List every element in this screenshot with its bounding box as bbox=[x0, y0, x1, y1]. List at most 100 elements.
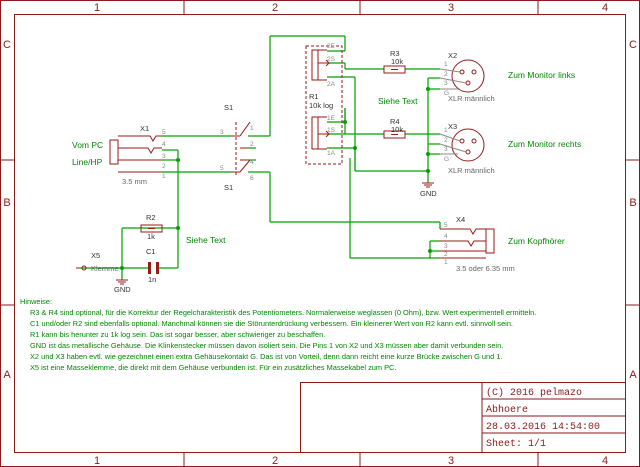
xlr-x2: 1 2 3 G X2 XLR männlich bbox=[439, 51, 495, 103]
r1-pin-1s: 1S bbox=[327, 127, 336, 134]
title-block-copyright: (C) 2016 pelmazo bbox=[486, 387, 582, 399]
r4-value: 10k bbox=[391, 125, 403, 134]
row-label-b: B bbox=[3, 197, 10, 209]
column-label-4-bottom: 4 bbox=[602, 455, 608, 467]
switch-s1: S1 S1 1 2 3 4 5 6 bbox=[220, 103, 254, 192]
notes-block: Hinweise: R3 & R4 sind optional, für die… bbox=[20, 297, 536, 372]
x3-pin-3: 3 bbox=[444, 146, 448, 153]
gnd-label-right: GND bbox=[420, 189, 437, 198]
xlr-x3: 1 2 3 G X3 XLR männlich bbox=[439, 122, 495, 175]
title-block: (C) 2016 pelmazo Abhoere 28.03.2016 14:5… bbox=[300, 382, 626, 453]
jack-x4: 5 4 3 2 1 X4 3.5 oder 6.35 mm bbox=[440, 215, 515, 273]
x2-pin-3: 3 bbox=[444, 80, 448, 87]
column-label-1-bottom: 1 bbox=[94, 455, 100, 467]
note-line-6: X5 ist eine Masseklemme, die direkt mit … bbox=[30, 363, 396, 372]
x1-pin-1: 1 bbox=[162, 173, 166, 180]
label-kopfhoerer: Zum Kopfhörer bbox=[508, 236, 565, 246]
notes-title: Hinweise: bbox=[20, 297, 52, 306]
r1-value: 10k log bbox=[309, 101, 333, 110]
x3-pin-1: 1 bbox=[444, 127, 448, 134]
terminal-x5: X5 Klemme bbox=[76, 251, 119, 273]
r2-value: 1k bbox=[147, 232, 155, 241]
title-block-title: Abhoere bbox=[486, 404, 528, 416]
label-siehe-text-r2: Siehe Text bbox=[186, 235, 226, 245]
x2-pin-2: 2 bbox=[444, 71, 448, 78]
s1-pin-4: 4 bbox=[250, 159, 254, 166]
x1-value: 3.5 mm bbox=[122, 177, 147, 186]
row-label-a-right: A bbox=[629, 369, 637, 381]
x2-value: XLR männlich bbox=[448, 94, 495, 103]
x4-pin-5: 5 bbox=[444, 222, 448, 229]
x4-value: 3.5 oder 6.35 mm bbox=[456, 264, 515, 273]
r1-pin-2s: 2S bbox=[327, 56, 336, 63]
r3-value: 10k bbox=[391, 57, 403, 66]
x1-pin-2: 2 bbox=[162, 163, 166, 170]
grid-labels: 1 2 3 4 1 2 3 4 C B A C B A bbox=[3, 2, 637, 467]
wires bbox=[80, 35, 441, 280]
resistor-r4: R4 10k bbox=[383, 117, 406, 139]
column-label-4: 4 bbox=[602, 2, 608, 14]
column-label-1: 1 bbox=[94, 2, 100, 14]
r1-pin-2e: 2E bbox=[327, 43, 336, 50]
column-label-2: 2 bbox=[272, 2, 278, 14]
resistor-r2: R2 1k bbox=[140, 213, 163, 241]
x3-value: XLR männlich bbox=[448, 166, 495, 175]
row-label-c: C bbox=[3, 39, 11, 51]
x4-designator: X4 bbox=[456, 215, 465, 224]
c1-designator: C1 bbox=[146, 247, 156, 256]
label-monitor-rechts: Zum Monitor rechts bbox=[508, 139, 581, 149]
note-line-5: X2 und X3 haben evtl. wie gezeichnet ein… bbox=[30, 352, 502, 361]
s1-pin-5: 5 bbox=[220, 165, 224, 172]
row-label-b-right: B bbox=[629, 197, 636, 209]
r1-designator: R1 bbox=[309, 92, 319, 101]
capacitor-c1: C1 1n bbox=[146, 247, 159, 284]
label-vom-pc: Vom PC bbox=[72, 140, 103, 150]
row-label-a: A bbox=[3, 369, 11, 381]
label-siehe-text-r1: Siehe Text bbox=[378, 96, 418, 106]
s1-designator-bottom: S1 bbox=[224, 183, 233, 192]
r3-designator: R3 bbox=[390, 49, 400, 58]
x4-pin-3: 3 bbox=[444, 243, 448, 250]
x2-pin-1: 1 bbox=[444, 61, 448, 68]
r4-designator: R4 bbox=[390, 117, 400, 126]
x1-designator: X1 bbox=[140, 124, 149, 133]
title-block-date: 28.03.2016 14:54:00 bbox=[486, 422, 600, 433]
x5-designator: X5 bbox=[91, 251, 100, 260]
x4-pin-2: 2 bbox=[444, 251, 448, 258]
x4-pin-4: 4 bbox=[444, 233, 448, 240]
label-line-hp: Line/HP bbox=[72, 157, 103, 167]
s1-pin-6: 6 bbox=[250, 175, 254, 182]
x1-pin-5: 5 bbox=[162, 129, 166, 136]
label-monitor-links: Zum Monitor links bbox=[508, 70, 575, 80]
r1-pin-2a: 2A bbox=[327, 81, 336, 88]
r2-designator: R2 bbox=[146, 213, 156, 222]
note-line-4: GND ist das metallische Gehäuse. Die Kli… bbox=[30, 341, 503, 350]
r1-pin-1a: 1A bbox=[327, 150, 336, 157]
ground-symbol-right: GND bbox=[420, 180, 437, 198]
x1-pin-3: 3 bbox=[162, 153, 166, 160]
junctions bbox=[120, 87, 432, 270]
x2-pin-g: G bbox=[444, 90, 449, 97]
note-line-1: R3 & R4 sind optional, für die Korrektur… bbox=[30, 308, 536, 317]
s1-pin-1: 1 bbox=[250, 125, 254, 132]
s1-designator-top: S1 bbox=[224, 103, 233, 112]
column-label-2-bottom: 2 bbox=[272, 455, 278, 467]
jack-x1: 5 4 3 2 1 X1 3.5 mm bbox=[109, 124, 166, 186]
c1-value: 1n bbox=[148, 275, 156, 284]
ground-symbol-left: GND bbox=[114, 279, 131, 294]
x2-designator: X2 bbox=[448, 51, 457, 60]
s1-pin-3: 3 bbox=[220, 129, 224, 136]
resistor-r3: R3 10k bbox=[383, 49, 406, 74]
column-label-3: 3 bbox=[448, 2, 454, 14]
row-label-c-right: C bbox=[629, 39, 637, 51]
x3-pin-g: G bbox=[444, 156, 449, 163]
x5-value: Klemme bbox=[91, 264, 119, 273]
note-line-2: C1 und/oder R2 sind ebenfalls optional. … bbox=[30, 319, 513, 328]
x3-designator: X3 bbox=[448, 122, 457, 131]
potentiometer-r1: 2E 2S 2A 1E 1S 1A R1 10k log bbox=[305, 43, 343, 165]
x1-pin-4: 4 bbox=[162, 141, 166, 148]
x4-pin-1: 1 bbox=[444, 259, 448, 266]
note-line-3: R1 kann bis herunter zu 1k log sein. Das… bbox=[30, 330, 325, 339]
column-label-3-bottom: 3 bbox=[448, 455, 454, 467]
